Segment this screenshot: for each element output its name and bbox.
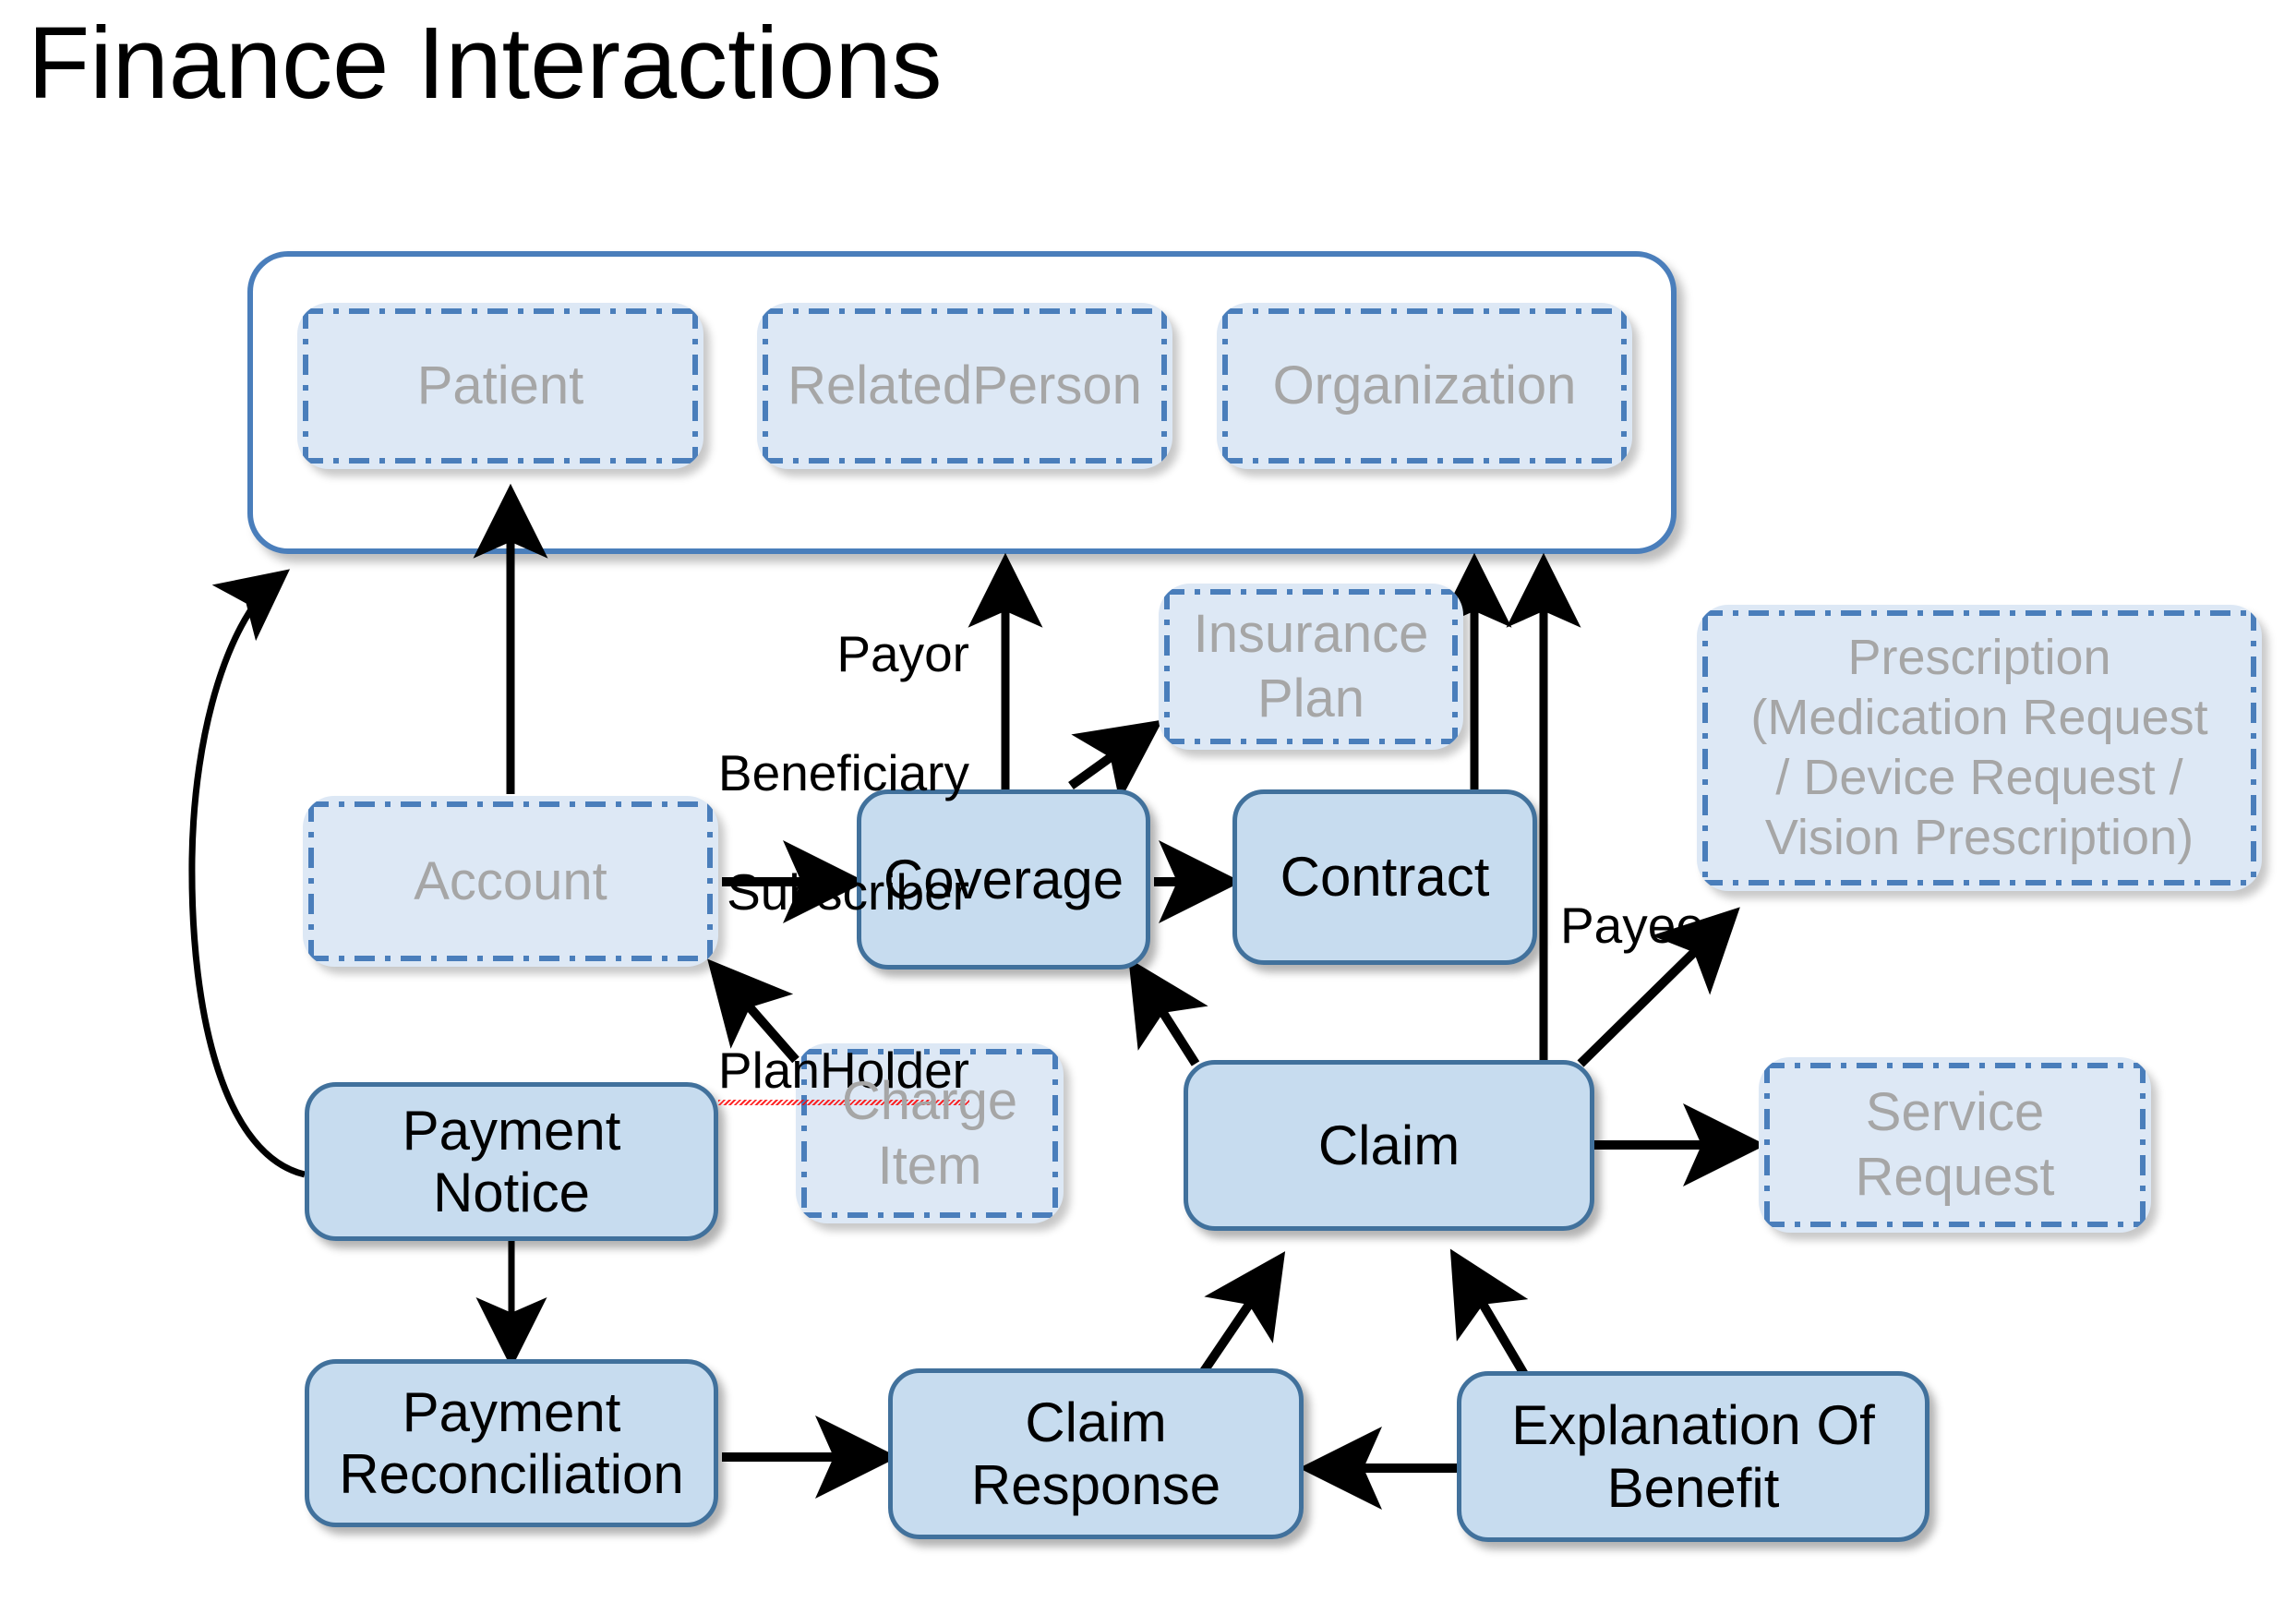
edge-label-subscriber: Subscriber: [727, 862, 969, 921]
node-insurance-plan-label: Insurance Plan: [1193, 604, 1429, 729]
node-charge-item-label: Charge Item: [841, 1070, 1018, 1196]
node-contract[interactable]: Contract: [1232, 789, 1537, 965]
edge-label-planholder-row: PlanHolder: [637, 981, 970, 1106]
node-insurance-plan[interactable]: Insurance Plan: [1159, 584, 1463, 750]
node-service-request[interactable]: Service Request: [1759, 1057, 2151, 1233]
node-claim-response[interactable]: Claim Response: [888, 1368, 1304, 1539]
node-claim-label: Claim: [1317, 1114, 1461, 1176]
edge-label-payee: Payee: [1560, 897, 1704, 954]
node-explanation-of-benefit-label: Explanation Of Benefit: [1511, 1394, 1875, 1519]
node-relatedperson-label: RelatedPerson: [787, 355, 1142, 416]
node-service-request-label: Service Request: [1855, 1082, 2055, 1207]
edge-label-payor: Payor: [836, 625, 969, 683]
node-prescription-label: Prescription (Medication Request / Devic…: [1750, 630, 2208, 865]
node-payment-notice-label: Payment Notice: [402, 1099, 621, 1223]
edge-claim-response-to-claim: [1197, 1251, 1286, 1377]
page-title: Finance Interactions: [28, 6, 943, 120]
node-account-label: Account: [414, 850, 607, 911]
node-payment-reconciliation-label: Payment Reconciliation: [339, 1380, 684, 1505]
node-payment-notice[interactable]: Payment Notice: [305, 1082, 718, 1241]
node-coverage-label: Coverage: [883, 848, 1124, 910]
edge-label-planholder: PlanHolder: [717, 1041, 970, 1106]
edge-claim-to-coverage: [1128, 958, 1208, 1066]
node-patient[interactable]: Patient: [297, 303, 703, 469]
node-claim[interactable]: Claim: [1184, 1060, 1594, 1231]
edge-label-beneficiary: Beneficiary: [717, 744, 969, 802]
node-prescription[interactable]: Prescription (Medication Request / Devic…: [1697, 605, 2262, 891]
edge-explanation-of-benefit-to-claim: [1449, 1248, 1530, 1379]
node-coverage[interactable]: Coverage: [857, 789, 1150, 970]
node-charge-item[interactable]: Charge Item: [796, 1043, 1064, 1223]
node-patient-label: Patient: [416, 355, 584, 416]
node-contract-label: Contract: [1280, 846, 1490, 909]
node-organization-label: Organization: [1272, 355, 1577, 416]
node-organization[interactable]: Organization: [1217, 303, 1632, 469]
edge-label-coverage-roles: Payor Beneficiary Subscriber PlanHolder: [637, 565, 970, 1159]
edge-coverage-to-insurance-plan: [1068, 719, 1163, 802]
node-claim-response-label: Claim Response: [970, 1391, 1221, 1516]
node-account[interactable]: Account: [303, 796, 718, 967]
edge-payment-notice-to-actor-group: [188, 569, 306, 1178]
node-explanation-of-benefit[interactable]: Explanation Of Benefit: [1457, 1371, 1929, 1542]
node-relatedperson[interactable]: RelatedPerson: [757, 303, 1172, 469]
node-payment-reconciliation[interactable]: Payment Reconciliation: [305, 1359, 718, 1527]
